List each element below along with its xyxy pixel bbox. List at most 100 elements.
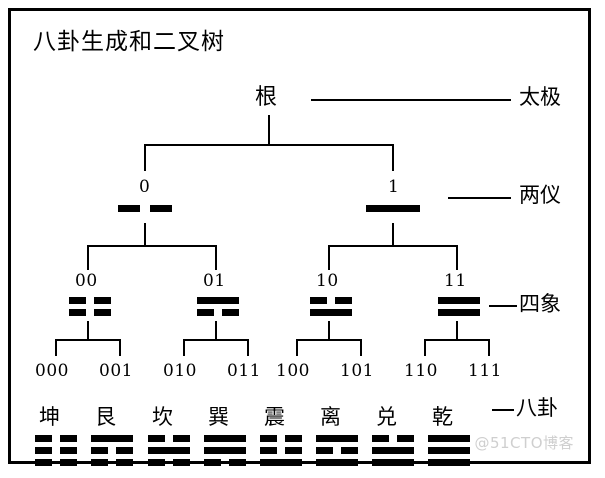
yao-bar-broken-half	[148, 459, 165, 466]
yao-bar-broken-half	[94, 309, 111, 316]
node-root-label: 根	[255, 85, 278, 110]
yao-bar-solid	[316, 435, 358, 442]
yao-bar-broken-half	[116, 459, 133, 466]
yao-symbol-level2-11	[438, 297, 480, 316]
yao-bar-broken-half	[335, 297, 352, 304]
yao-bar-solid	[428, 435, 470, 442]
connector-level3-stem-10	[328, 321, 330, 339]
connector-level3-drop-111	[488, 339, 490, 356]
yao-bar-broken-half	[116, 447, 133, 454]
yao-bar-solid	[197, 297, 239, 304]
yao-bar-solid	[428, 459, 470, 466]
yao-bar-broken-half	[222, 309, 239, 316]
connector-root-to-taiji	[311, 99, 511, 101]
yao-bar-solid	[91, 435, 133, 442]
trigram-symbol-001	[91, 435, 133, 466]
trigram-name-000: 坤	[39, 405, 60, 429]
yao-bar-broken-half	[397, 435, 414, 442]
yao-bar-solid	[204, 447, 246, 454]
connector-level3-drop-010	[183, 339, 185, 356]
node-level2-code-10: 10	[316, 271, 339, 291]
connector-to-bagua	[492, 409, 514, 411]
connector-level1-drop-0	[144, 144, 146, 171]
right-label-sixiang: 四象	[519, 292, 561, 316]
connector-level3-drop-011	[247, 339, 249, 356]
yao-bar-broken-half	[35, 459, 52, 466]
trigram-symbol-100	[260, 435, 302, 466]
yao-bar-broken-half	[341, 447, 358, 454]
connector-level2-bus-left	[87, 245, 217, 247]
level3-code-100: 100	[276, 361, 310, 381]
right-label-liangyi: 两仪	[519, 183, 561, 207]
connector-level2-drop-00	[87, 245, 89, 270]
yao-bar-broken-half	[69, 297, 86, 304]
connector-level2-stem-left	[144, 223, 146, 245]
yao-bar-broken-half	[285, 435, 302, 442]
yao-symbol-level1-0	[118, 205, 172, 212]
trigram-name-100: 震	[264, 405, 285, 429]
yao-bar-broken-half	[229, 459, 246, 466]
level3-code-101: 101	[340, 361, 374, 381]
connector-level3-bus-10	[296, 339, 362, 341]
connector-root-stem	[268, 115, 270, 144]
level3-code-001: 001	[99, 361, 133, 381]
yao-bar-broken-half	[372, 435, 389, 442]
yao-bar-solid	[316, 459, 358, 466]
trigram-name-011: 巽	[208, 405, 229, 429]
connector-to-liangyi	[448, 197, 511, 199]
connector-level1-bus	[144, 144, 394, 146]
connector-level2-drop-10	[328, 245, 330, 270]
yao-symbol-level2-00	[69, 297, 111, 316]
node-level1-code-1: 1	[388, 177, 400, 197]
yao-bar-broken-half	[60, 447, 77, 454]
yao-bar-broken-half	[91, 447, 108, 454]
connector-to-sixiang	[489, 305, 517, 307]
trigram-symbol-101	[316, 435, 358, 466]
watermark: @51CTO博客	[474, 434, 574, 452]
yao-bar-solid	[372, 447, 414, 454]
yao-bar-broken-half	[35, 447, 52, 454]
connector-level3-drop-000	[55, 339, 57, 356]
yao-bar-solid	[366, 205, 420, 212]
level3-code-010: 010	[163, 361, 197, 381]
yao-bar-broken-half	[148, 435, 165, 442]
trigram-name-111: 乾	[432, 405, 453, 429]
yao-bar-broken-half	[118, 205, 140, 212]
level3-code-000: 000	[35, 361, 69, 381]
level3-code-111: 111	[468, 361, 502, 381]
right-label-bagua: 八卦	[516, 396, 558, 420]
right-label-taiji: 太极	[519, 85, 561, 109]
connector-level2-drop-01	[215, 245, 217, 270]
trigram-symbol-111	[428, 435, 470, 466]
connector-level3-bus-01	[183, 339, 249, 341]
trigram-name-001: 艮	[95, 405, 116, 429]
trigram-name-101: 离	[320, 405, 341, 429]
connector-level3-drop-100	[296, 339, 298, 356]
yao-bar-broken-half	[285, 447, 302, 454]
yao-bar-broken-half	[260, 447, 277, 454]
trigram-symbol-010	[148, 435, 190, 466]
yao-symbol-level1-1	[366, 205, 420, 212]
yao-bar-broken-half	[35, 435, 52, 442]
level3-code-011: 011	[227, 361, 261, 381]
yao-bar-solid	[438, 309, 480, 316]
yao-bar-broken-half	[310, 297, 327, 304]
yao-bar-broken-half	[69, 309, 86, 316]
connector-level3-bus-11	[424, 339, 490, 341]
yao-bar-broken-half	[260, 435, 277, 442]
yao-symbol-level2-10	[310, 297, 352, 316]
yao-bar-broken-half	[204, 459, 221, 466]
trigram-symbol-000	[35, 435, 77, 466]
connector-level3-bus-00	[55, 339, 121, 341]
connector-level2-bus-right	[328, 245, 458, 247]
yao-bar-solid	[438, 297, 480, 304]
diagram-frame: 八卦生成和二叉树 根 0 1 00 01 10	[8, 8, 591, 466]
yao-bar-solid	[372, 459, 414, 466]
connector-level3-stem-01	[215, 321, 217, 339]
node-level1-code-0: 0	[139, 177, 151, 197]
yao-bar-solid	[260, 459, 302, 466]
yao-bar-broken-half	[150, 205, 172, 212]
connector-level2-stem-right	[392, 223, 394, 245]
yao-bar-broken-half	[197, 309, 214, 316]
